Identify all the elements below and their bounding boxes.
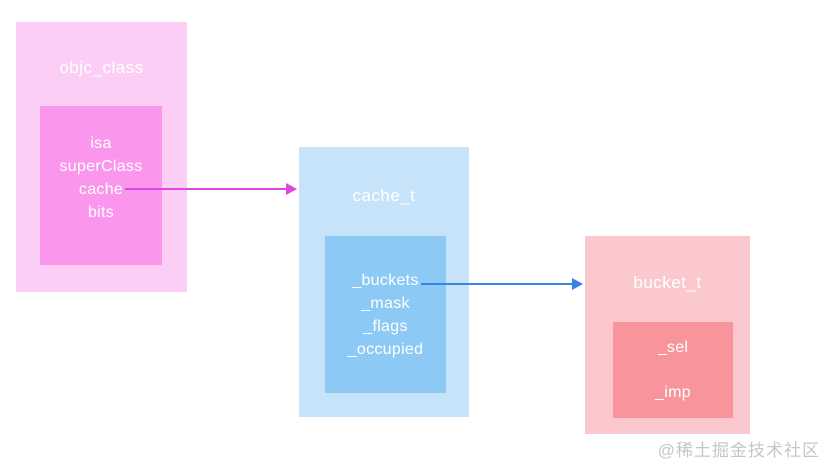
field-buckets: _buckets: [352, 271, 419, 289]
field-sel: _sel: [657, 339, 689, 356]
field-isa: isa: [90, 134, 112, 152]
field-mask: _mask: [361, 294, 410, 312]
arrow-buckets-to-buckett-head-icon: [572, 278, 583, 290]
field-flags: _flags: [363, 317, 408, 335]
node-bucket-t-fields-box: _sel _imp: [613, 322, 733, 418]
node-cache-t-title: cache_t: [352, 186, 416, 205]
node-objc-class-fields-box: isa superClass cache bits: [40, 106, 162, 265]
node-objc-class: objc_class isa superClass cache bits: [16, 22, 187, 292]
field-cache: cache: [78, 180, 124, 198]
arrow-buckets-to-buckett-line: [421, 283, 572, 285]
arrow-cache-to-cachet-head-icon: [286, 183, 297, 195]
watermark: @稀土掘金技术社区: [657, 441, 820, 460]
field-bits: bits: [87, 203, 115, 221]
field-imp: _imp: [655, 384, 691, 401]
node-cache-t: cache_t _buckets _mask _flags _occupied: [299, 147, 469, 417]
field-superclass: superClass: [59, 157, 143, 175]
node-cache-t-fields-box: _buckets _mask _flags _occupied: [325, 236, 446, 393]
node-objc-class-title: objc_class: [59, 58, 144, 77]
field-occupied: _occupied: [347, 340, 424, 358]
node-bucket-t-title: bucket_t: [633, 273, 702, 292]
arrow-cache-to-cachet-line: [125, 188, 286, 190]
node-bucket-t: bucket_t _sel _imp: [585, 236, 750, 434]
